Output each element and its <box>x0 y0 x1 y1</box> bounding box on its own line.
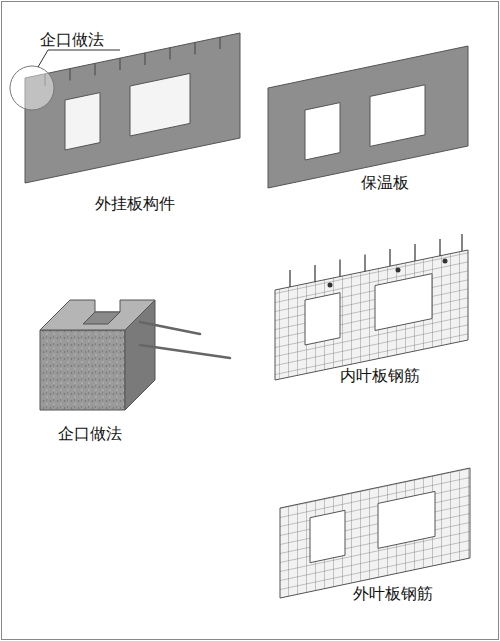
tongue-groove-detail <box>40 300 230 410</box>
part-caption: 外挂板构件 <box>95 194 175 213</box>
inner-leaf-rebar <box>275 234 468 380</box>
wall-panel <box>10 33 240 183</box>
part-caption: 保温板 <box>361 173 409 192</box>
outer-leaf-rebar <box>280 468 470 598</box>
insulation-board <box>268 46 468 188</box>
part-caption: 内叶板钢筋 <box>340 366 420 385</box>
part-caption: 企口做法 <box>58 424 122 443</box>
callout-label: 企口做法 <box>40 30 104 49</box>
part-caption: 外叶板钢筋 <box>353 584 433 603</box>
